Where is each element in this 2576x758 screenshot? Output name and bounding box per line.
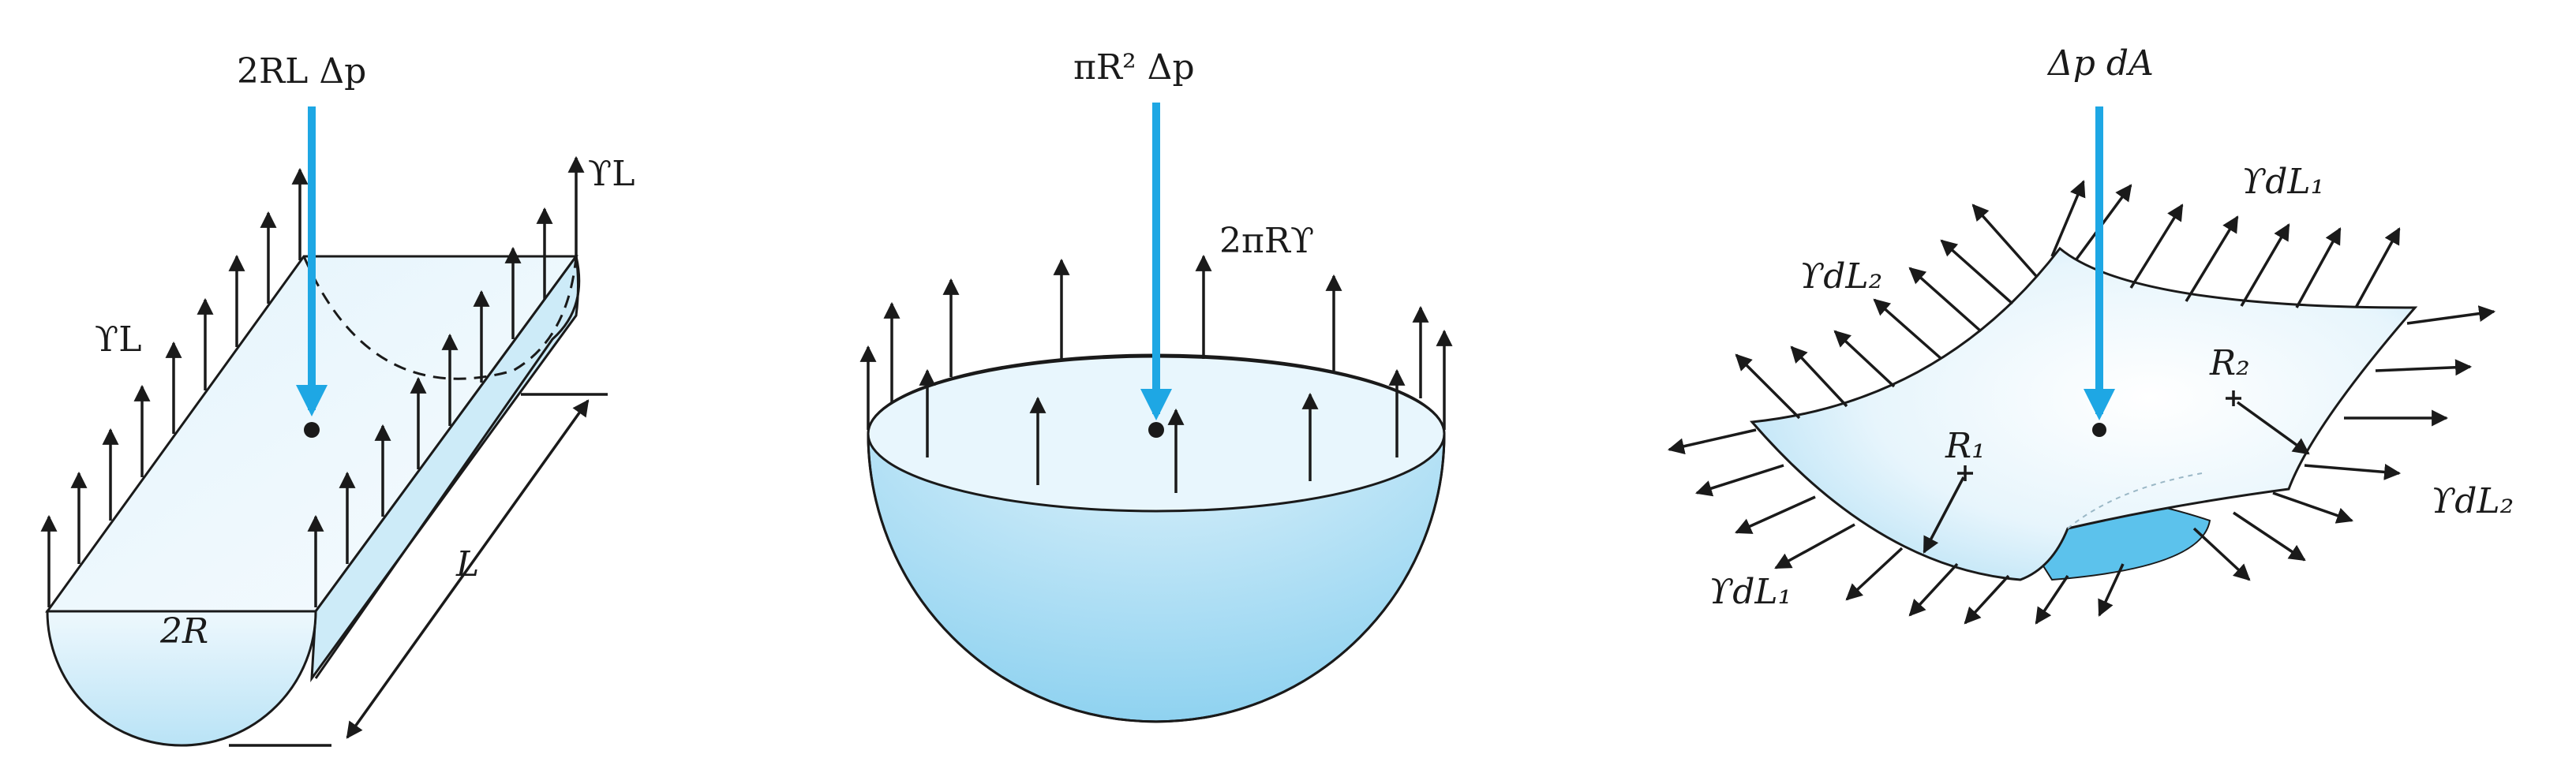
label-radius-1: R₁	[1945, 426, 1986, 466]
left-edge-tension-arrows	[40, 167, 309, 607]
label-tension-bottom-left: ϒdL₁	[1709, 572, 1792, 612]
boundary-tension-arrows	[1667, 180, 2496, 625]
hidden-back-edge	[302, 256, 578, 380]
label-pressure-force-2: πR² Δp	[1073, 47, 1195, 88]
label-pressure-force-1: 2RL Δp	[237, 51, 366, 91]
label-tension-side-1: ϒL	[95, 319, 141, 360]
radius-marker-2	[2226, 390, 2310, 455]
label-tension-2: 2πRϒ	[1219, 221, 1314, 261]
label-tension-top-1: ϒL	[588, 154, 635, 194]
label-diameter: 2R	[159, 611, 208, 652]
center-point-2	[1148, 422, 1164, 438]
label-radius-2: R₂	[2209, 343, 2250, 383]
label-length: L	[455, 544, 479, 584]
label-pressure-force-3: Δp dA	[2046, 43, 2154, 84]
rim-tension-arrows	[859, 254, 1453, 493]
center-point-3	[2092, 423, 2106, 437]
center-point-1	[304, 422, 320, 438]
label-tension-right: ϒdL₂	[2431, 481, 2514, 521]
panel-half-cylinder: 2RL Δp ϒL ϒL 2R L	[40, 51, 635, 747]
length-dimension	[346, 399, 590, 739]
cylinder-end-cap	[46, 610, 317, 747]
label-tension-top-left: ϒdL₂	[1799, 256, 1882, 297]
label-tension-top-right: ϒdL₁	[2241, 162, 2324, 202]
right-edge-tension-arrows	[307, 155, 585, 607]
panel-surface-element: Δp dA ϒdL₁ ϒdL₂ ϒdL₂ ϒdL₁ R₁ R₂	[1667, 43, 2514, 625]
radius-marker-1	[1923, 465, 1973, 554]
panel-hemisphere: πR² Δp 2πRϒ	[859, 47, 1453, 723]
